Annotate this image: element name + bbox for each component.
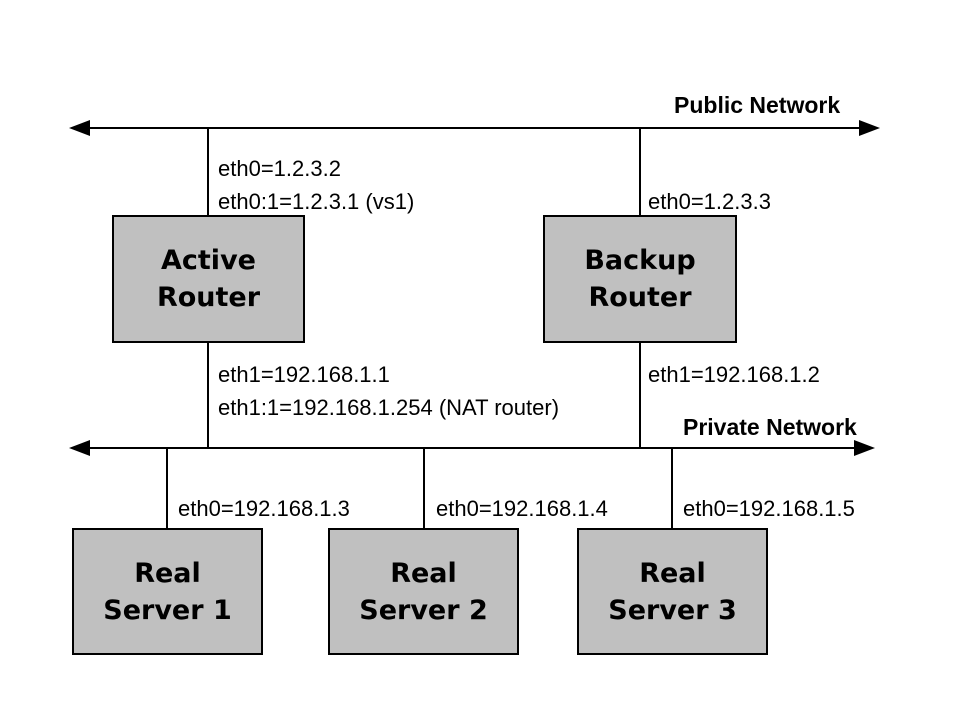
real-server-2-node: Real Server 2: [328, 528, 519, 655]
real-server-2-name-line1: Real: [390, 557, 457, 589]
real-server-2-link: [423, 449, 425, 528]
real-server-3-link: [671, 449, 673, 528]
backup-router-name-line1: Backup: [584, 245, 696, 276]
real-server-1-name-line1: Real: [134, 557, 201, 589]
active-router-private-link: [207, 343, 209, 448]
active-router-eth0-alias-label: eth0:1=1.2.3.1 (vs1): [218, 189, 415, 214]
private-network-label: Private Network: [683, 414, 857, 440]
active-router-node: Active Router: [112, 215, 305, 343]
real-server-3-name-line2: Server 3: [608, 594, 737, 626]
active-router-eth1-label: eth1=192.168.1.1: [218, 362, 390, 387]
real-server-1-eth0-label: eth0=192.168.1.3: [178, 496, 350, 521]
active-router-public-link: [207, 128, 209, 215]
real-server-1-link: [166, 449, 168, 528]
active-router-eth1-labels: eth1=192.168.1.1 eth1:1=192.168.1.254 (N…: [218, 358, 559, 424]
real-server-2-name-line2: Server 2: [359, 594, 488, 626]
active-router-name-line1: Active: [161, 245, 256, 276]
real-server-1-name-line2: Server 1: [103, 594, 232, 626]
public-network-label: Public Network: [674, 92, 841, 118]
backup-router-node: Backup Router: [543, 215, 737, 343]
backup-router-public-link: [639, 128, 641, 215]
active-router-eth1-alias-label: eth1:1=192.168.1.254 (NAT router): [218, 395, 560, 420]
real-server-3-node: Real Server 3: [577, 528, 768, 655]
public-network-line: [75, 127, 867, 129]
backup-router-private-link: [639, 343, 641, 448]
public-network-arrow-right-icon: [859, 120, 880, 136]
backup-router-eth1-label: eth1=192.168.1.2: [648, 362, 820, 387]
backup-router-eth0-label: eth0=1.2.3.3: [648, 189, 771, 214]
private-network-arrow-left-icon: [69, 440, 90, 456]
public-network-arrow-left-icon: [69, 120, 90, 136]
real-server-3-eth0-label: eth0=192.168.1.5: [683, 496, 855, 521]
active-router-eth0-labels: eth0=1.2.3.2 eth0:1=1.2.3.1 (vs1): [218, 152, 414, 218]
private-network-arrow-right-icon: [854, 440, 875, 456]
backup-router-name-line2: Router: [588, 282, 692, 313]
private-network-line: [75, 447, 862, 449]
real-server-1-node: Real Server 1: [72, 528, 263, 655]
real-server-2-eth0-label: eth0=192.168.1.4: [436, 496, 608, 521]
active-router-name-line2: Router: [156, 282, 261, 313]
active-router-eth0-label: eth0=1.2.3.2: [218, 156, 341, 181]
real-server-3-name-line1: Real: [639, 557, 706, 589]
